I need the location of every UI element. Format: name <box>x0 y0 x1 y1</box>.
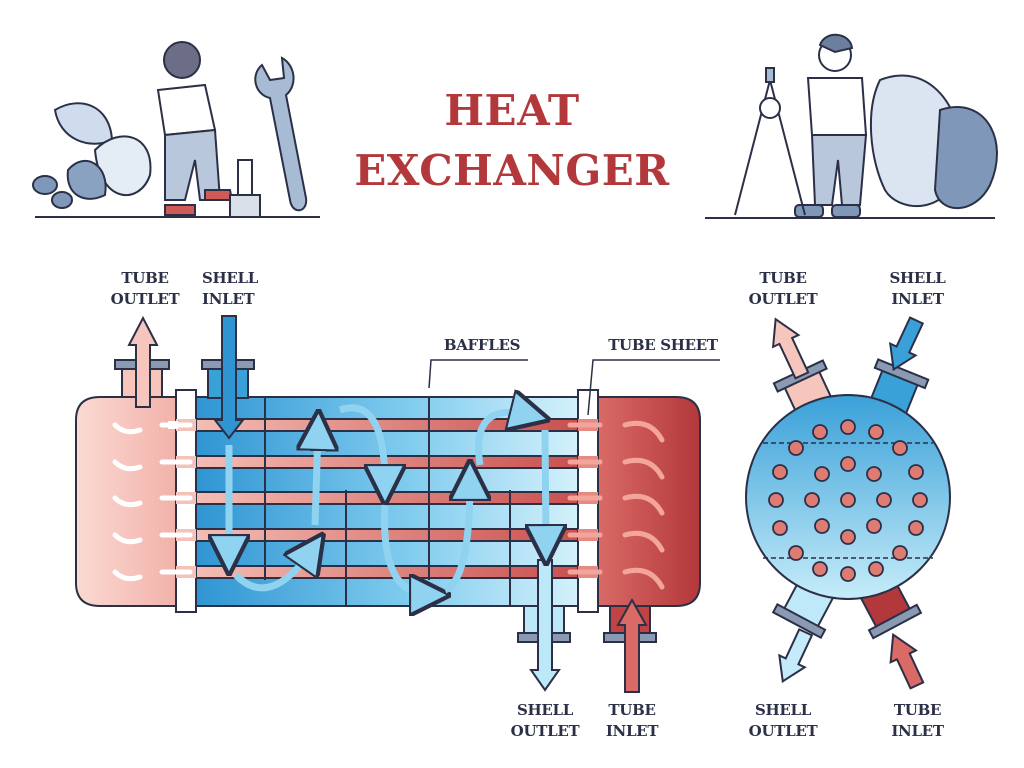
tube-outlet-arrow <box>127 315 159 408</box>
illustration-engineer-compass <box>705 33 998 219</box>
left-head <box>75 396 177 607</box>
cross-section-view <box>745 316 951 690</box>
illustration-worker-wrench <box>32 41 320 218</box>
baffles-leader <box>428 359 528 389</box>
title-line-2: EXCHANGER <box>354 146 670 195</box>
tube-flow-arrows <box>112 420 665 590</box>
tube-inlet-arrow <box>616 597 648 693</box>
label-baffles: BAFFLES <box>443 336 521 354</box>
shell-flow-arrows <box>229 408 546 595</box>
tube-holes <box>768 419 928 582</box>
label-tube-sheet: TUBE SHEET <box>608 336 718 354</box>
tube-sheet-leader <box>587 359 720 416</box>
shell-outlet-arrow <box>529 559 561 692</box>
cs-tube-outlet-arrow <box>771 317 810 380</box>
cs-shell-outlet-arrow <box>778 628 814 683</box>
side-view <box>75 315 720 693</box>
cs-tube-inlet-arrow <box>889 632 925 690</box>
title-line-1: HEAT <box>444 86 580 135</box>
shell-inlet-arrow <box>212 315 246 440</box>
baffles <box>264 397 511 606</box>
cs-shell-inlet-arrow <box>888 316 925 372</box>
